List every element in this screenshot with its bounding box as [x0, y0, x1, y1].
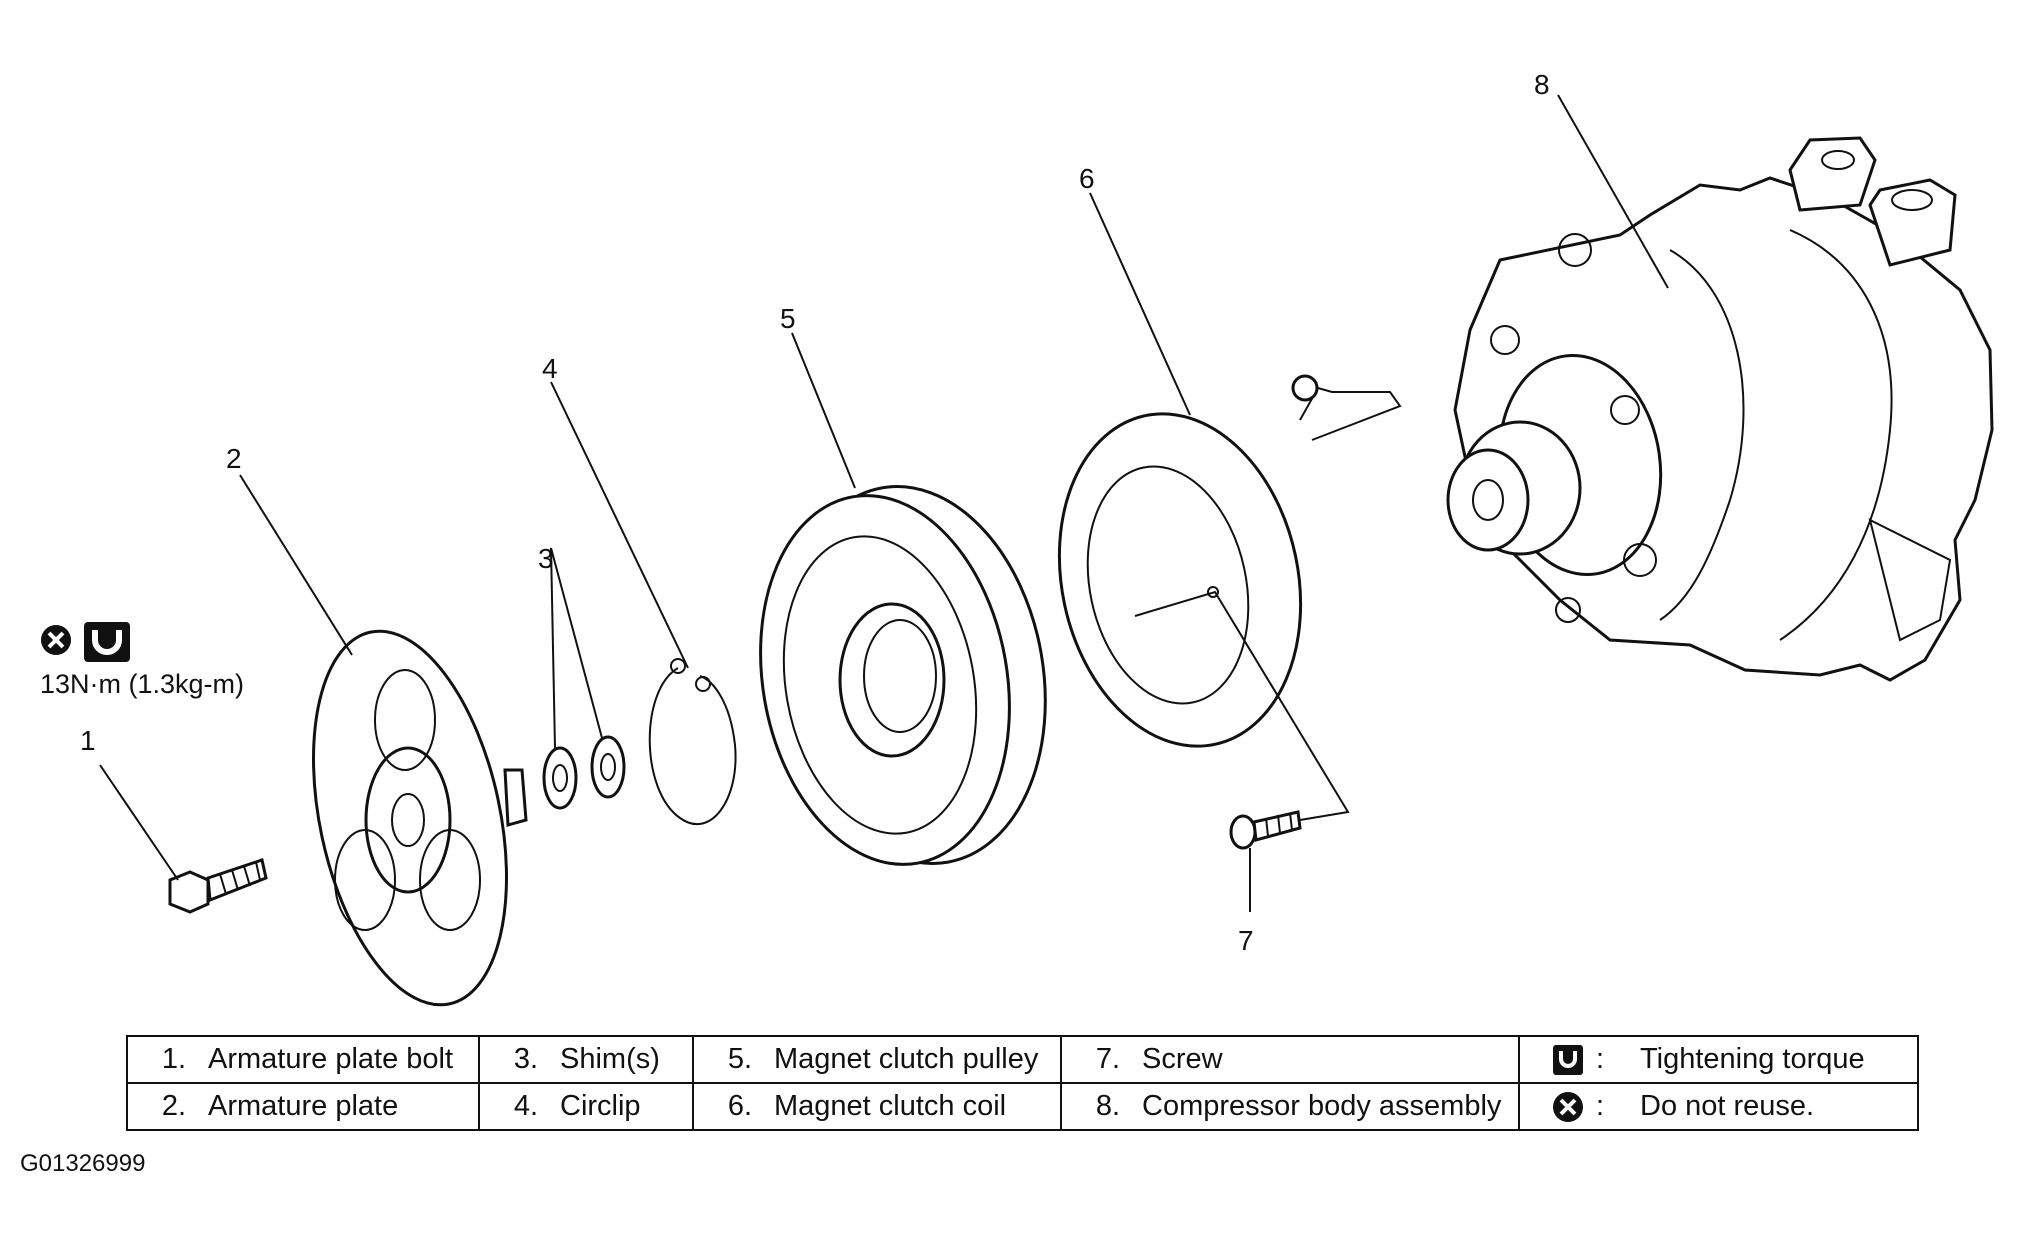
leader-lines [99, 94, 1669, 912]
shims [542, 735, 626, 810]
legend-cell: :Do not reuse. [1518, 1082, 1919, 1131]
legend-cell: 4.Circlip [478, 1082, 694, 1131]
do-not-reuse-icon [1553, 1092, 1583, 1123]
magnet-clutch-pulley [759, 485, 1047, 866]
legend-cell: 7.Screw [1060, 1035, 1520, 1084]
torque-spec: 13N·m (1.3kg-m) [40, 669, 244, 699]
do-not-reuse-icon [41, 625, 71, 655]
callout-6: 6 [1079, 163, 1095, 194]
callout-3: 3 [538, 543, 554, 574]
legend-cell: 2.Armature plate [126, 1082, 480, 1131]
callout-2: 2 [226, 443, 242, 474]
legend-cell: 8.Compressor body assembly [1060, 1082, 1520, 1131]
legend-cell: 3.Shim(s) [478, 1035, 694, 1084]
callout-4: 4 [542, 353, 558, 384]
legend-cell: 1.Armature plate bolt [126, 1035, 480, 1084]
magnet-clutch-coil [1057, 374, 1402, 748]
torque-wrench-icon [1553, 1045, 1583, 1076]
legend-cell: 5.Magnet clutch pulley [692, 1035, 1062, 1084]
compressor-body-assembly [1446, 136, 1994, 682]
circlip [648, 658, 737, 826]
armature-plate-bolt [168, 858, 268, 914]
legend-row: 2.Armature plate 4.Circlip 6.Magnet clut… [126, 1082, 1919, 1131]
callout-5: 5 [780, 303, 796, 334]
callout-8: 8 [1534, 69, 1550, 100]
legend-row: 1.Armature plate bolt 3.Shim(s) 5.Magnet… [126, 1035, 1919, 1084]
legend-cell: 6.Magnet clutch coil [692, 1082, 1062, 1131]
armature-plate [312, 629, 528, 1007]
callout-labels: 1 2 3 4 5 6 7 8 [80, 69, 1550, 956]
screw [1229, 810, 1302, 850]
callout-7: 7 [1238, 925, 1254, 956]
legend-cell: :Tightening torque [1518, 1035, 1919, 1084]
parts-legend: 1.Armature plate bolt 3.Shim(s) 5.Magnet… [126, 1035, 1919, 1131]
figure-id: G01326999 [20, 1150, 146, 1177]
torque-wrench-icon [84, 622, 130, 662]
callout-1: 1 [80, 725, 96, 756]
